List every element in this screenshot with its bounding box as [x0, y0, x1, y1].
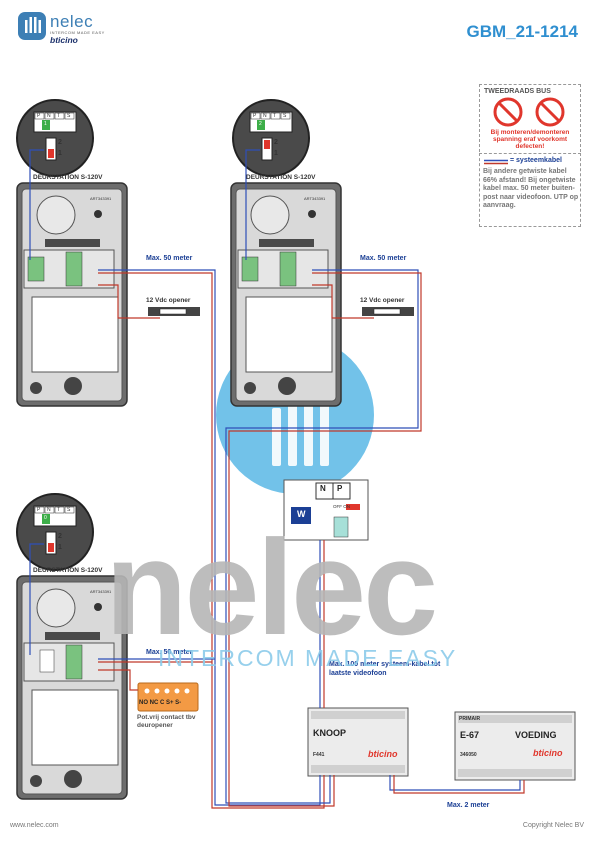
- system-cable-legend-icon: [484, 159, 508, 165]
- station-1-terminal-s: S: [67, 113, 71, 119]
- monitor-terminal-n: N: [320, 484, 326, 493]
- station-1-label: DEURSTATION S-120V: [33, 174, 103, 181]
- footer-copyright: Copyright Nelec BV: [522, 822, 584, 829]
- station-2-terminal-p: P: [253, 113, 257, 119]
- max-2-label: Max. 2 meter: [447, 802, 490, 809]
- voeding-name: VOEDING: [515, 730, 557, 740]
- document-id: GBM_21-1214: [466, 22, 578, 41]
- footer-website[interactable]: www.nelec.com: [10, 822, 59, 829]
- knoop-name: KNOOP: [313, 728, 347, 738]
- station-3-selector-1: 1: [58, 544, 62, 551]
- monitor-unit: [283, 479, 369, 541]
- max-50-label-3: Max. 50 meter: [146, 649, 193, 656]
- station-2-address: 2: [259, 121, 262, 127]
- station-3-label: DEURSTATION S-120V: [33, 567, 103, 574]
- voeding-code: 346050: [460, 752, 477, 758]
- station-2-label: DEURSTATION S-120V: [246, 174, 316, 181]
- knoop-brand: bticino: [368, 749, 398, 759]
- door-station-1: [16, 99, 128, 407]
- knoop-unit: [307, 707, 409, 777]
- system-cable-legend: = systeemkabel: [510, 157, 562, 164]
- station-1-address: 1: [44, 121, 47, 127]
- logo-brand: bticino: [50, 35, 78, 45]
- station-2-terminal-n: N: [263, 113, 267, 119]
- station-3-terminal-t: T: [57, 507, 61, 513]
- door-station-2: [230, 99, 342, 407]
- station-3-terminal-p: P: [37, 507, 41, 513]
- pot-vrij-label: Pot.vrij contact tbv deuropener: [137, 714, 196, 729]
- door-station-3: [16, 493, 128, 800]
- voeding-model: E-67: [460, 730, 480, 740]
- opener-2: [362, 307, 414, 316]
- station-1-terminal-t: T: [57, 113, 61, 119]
- station-3-art-code: ART343391: [90, 589, 112, 594]
- voeding-brand: bticino: [533, 748, 563, 758]
- warning-icons: [493, 97, 565, 127]
- cable-info-box: = systeemkabel Bij andere getwiste kabel…: [479, 153, 581, 227]
- station-3-terminal-n: N: [47, 507, 51, 513]
- relay-module: [137, 682, 199, 712]
- voeding-primair: PRIMAIR: [459, 716, 481, 722]
- max-50-label-2: Max. 50 meter: [360, 255, 407, 262]
- station-2-selector-1: 1: [274, 150, 278, 157]
- logo-name: nelec: [50, 12, 94, 31]
- station-1-terminal-n: N: [47, 113, 51, 119]
- station-3-selector-2: 2: [58, 533, 62, 540]
- opener-2-label: 12 Vdc opener: [360, 297, 405, 304]
- voeding-unit: [454, 711, 576, 781]
- relay-terminal-labels: NO NC C S+ S-: [139, 700, 182, 706]
- watermark-tagline: INTERCOM MADE EASY: [158, 645, 458, 671]
- cable-note: Bij andere getwiste kabel 66% afstand! B…: [483, 168, 579, 209]
- nelec-logo-icon: [18, 12, 46, 40]
- station-2-selector-2: 2: [274, 139, 278, 146]
- max-100-label: Max. 100 meter systeem-kabel tot laatste…: [329, 661, 441, 677]
- max-50-label-1: Max. 50 meter: [146, 255, 193, 262]
- station-2-terminal-t: T: [273, 113, 277, 119]
- knoop-code: F441: [313, 752, 325, 758]
- station-3-address: 0: [44, 515, 47, 521]
- monitor-logo-icon: W: [297, 509, 306, 519]
- station-1-selector-1: 1: [58, 150, 62, 157]
- opener-1: [148, 307, 200, 316]
- station-2-terminal-s: S: [283, 113, 287, 119]
- station-1-art-code: ART343391: [90, 196, 112, 201]
- station-1-terminal-p: P: [37, 113, 41, 119]
- station-3-terminal-s: S: [67, 507, 71, 513]
- logo-tagline: INTERCOM MADE EASY: [50, 30, 105, 35]
- bus-wires: [29, 149, 525, 809]
- bus-info-box: TWEEDRAADS BUS Bij monteren/demonteren s…: [479, 84, 581, 162]
- station-2-art-code: ART343391: [304, 196, 326, 201]
- bus-info-warning: Bij monteren/demonteren spanning eraf vo…: [490, 129, 570, 150]
- watermark-bars: [272, 388, 329, 466]
- monitor-off-on: OFF ON: [333, 504, 350, 509]
- watermark-logo: nelec: [105, 512, 438, 663]
- bus-info-title: TWEEDRAADS BUS: [484, 88, 551, 95]
- monitor-terminal-p: P: [337, 484, 343, 493]
- station-1-selector-2: 2: [58, 139, 62, 146]
- opener-1-label: 12 Vdc opener: [146, 297, 191, 304]
